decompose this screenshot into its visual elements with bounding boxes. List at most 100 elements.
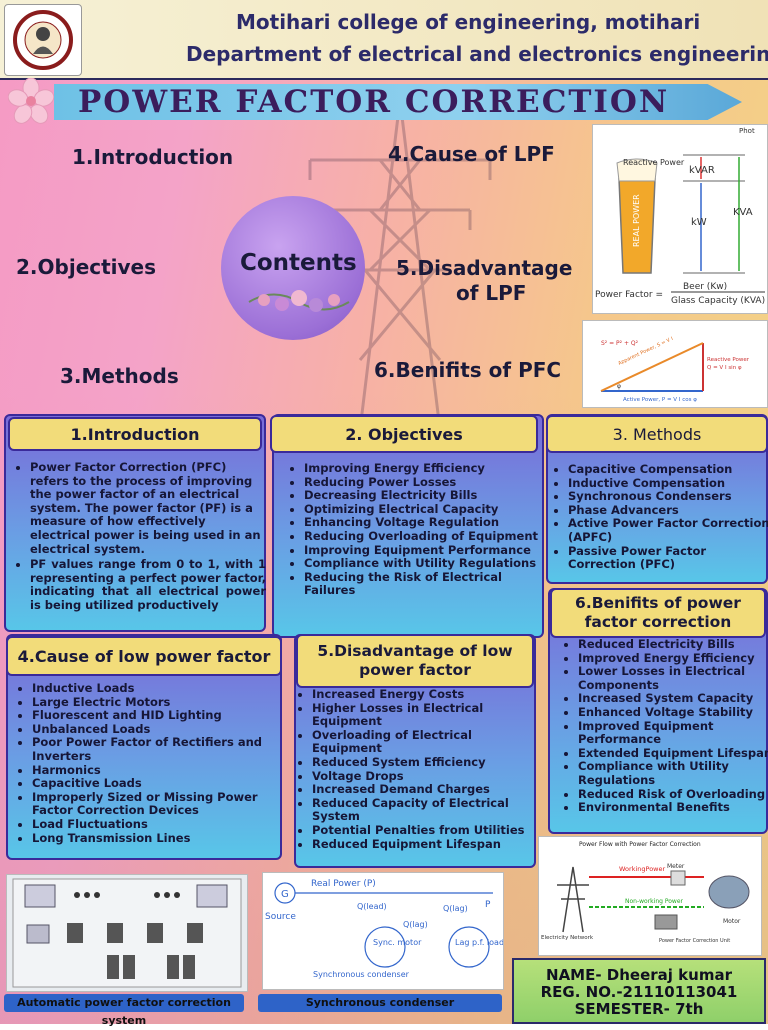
sync-motor-label: Sync. motor [373,938,422,947]
list-item: Improved Energy Efficiency [578,651,768,666]
list-item: Load Fluctuations [32,817,286,832]
list-item: Active Power Factor Correction (APFC) [568,517,768,544]
list-item: Improving Energy Efficiency [304,461,550,476]
list-item: Enhanced Voltage Stability [578,705,768,720]
toc-item-disadvantage-line2: of LPF [456,281,527,305]
list-item: Compliance with Utility Regulations [304,557,550,571]
toc-item-benefits: 6.Benifits of PFC [374,358,562,382]
toc-item-methods: 3.Methods [60,364,179,388]
methods-list: Capacitive Compensation Inductive Compen… [552,462,768,572]
list-item: Reducing Power Losses [304,475,550,490]
real-power-p-label: Real Power (P) [311,879,376,889]
q-lag-label: Q(lag) [403,920,428,929]
list-item: Large Electric Motors [32,695,286,710]
working-power-label: WorkingPower [619,865,665,873]
reactive-eq-label: Q = V I sin φ [707,365,742,371]
disadvantages-title: 5.Disadvantage of low power factor [296,634,534,688]
benefits-list: Reduced Electricity Bills Improved Energ… [562,637,768,815]
pf-denominator: Glass Capacity (KVA) [671,296,765,306]
reactive-power-tri-label: Reactive Power [707,357,750,363]
benefits-title: 6.Benifits of power factor correction [550,588,766,638]
student-info-box: NAME- Dheeraj kumar REG. NO.-21110113041… [512,958,766,1024]
list-item: Decreasing Electricity Bills [304,489,550,503]
list-item: Lower Losses in Electrical Components [578,664,768,692]
list-item: Inductive Loads [32,681,286,696]
student-semester: SEMESTER- 7th [574,1000,704,1018]
generator-symbol: G [281,889,289,900]
college-name: Motihari college of engineering, motihar… [236,10,701,34]
cherry-blossom-icon [8,78,54,124]
list-item: Extended Equipment Lifespan [578,746,768,761]
causes-list: Inductive Loads Large Electric Motors Fl… [16,681,286,846]
methods-title: 3. Methods [546,415,768,453]
list-item: Capacitive Loads [32,777,286,791]
list-item: Fluorescent and HID Lighting [32,709,286,723]
sync-caption: Synchronous condenser [258,994,502,1012]
introduction-title: 1.Introduction [8,417,262,451]
toc-item-disadvantage: 5.Disadvantage [396,256,573,280]
list-item: Reduced Capacity of Electrical System [312,796,542,824]
objectives-list: Improving Energy Efficiency Reducing Pow… [288,461,550,598]
list-item: Higher Losses in Electrical Equipment [312,701,542,729]
active-power-label: Active Power, P = V I cos φ [623,397,697,403]
list-item: Voltage Drops [312,769,542,784]
kw-label: kW [691,217,707,228]
list-item: Overloading of Electrical Equipment [312,728,542,756]
toc-item-introduction: 1.Introduction [72,145,234,169]
phi-label: φ [617,383,621,390]
list-item: Environmental Benefits [578,801,768,815]
pf-formula-label: Power Factor = [595,290,663,300]
source-label: Source [265,912,296,922]
pf-numerator: Beer (Kw) [683,282,727,292]
list-item: PF values range from 0 to 1, with 1 repr… [30,557,266,612]
list-item: Increased Demand Charges [312,783,542,797]
transmission-tower-graphic [308,100,492,430]
sync-condenser-label: Synchronous condenser [313,970,410,979]
list-item: Reduced System Efficiency [312,755,542,770]
causes-title: 4.Cause of low power factor [6,636,282,676]
apfc-panel-photo [6,874,248,992]
toc-item-cause: 4.Cause of LPF [388,142,555,166]
header-bar: Motihari college of engineering, motihar… [0,0,768,80]
real-power-label: REAL POWER [632,194,641,247]
apfc-caption: Automatic power factor correction system [4,994,244,1027]
list-item: Synchronous Condensers [568,490,768,504]
list-item: Improving Equipment Performance [304,543,550,558]
power-triangle-diagram: S² = P² + Q² Apparent Power, S = V I Rea… [582,320,768,408]
list-item: Long Transmission Lines [32,831,286,846]
list-item: Potential Penalties from Utilities [312,823,542,838]
list-item: Phase Advancers [568,503,768,518]
contents-label: Contents [240,250,357,276]
list-item: Harmonics [32,763,286,778]
kva-label: KVA [733,207,753,218]
pfc-unit-label: Power Factor Correction Unit [659,938,730,944]
meter-label: Meter [667,863,685,870]
lag-load-label: Lag p.f. load [455,938,503,947]
list-item: Inductive Compensation [568,476,768,491]
list-item: Reduced Risk of Overloading [578,787,768,802]
kvar-label: kVAR [689,165,715,176]
list-item: Poor Power Factor of Rectifiers and Inve… [32,736,286,763]
college-logo [4,4,82,76]
list-item: Reduced Equipment Lifespan [312,837,542,852]
student-name: NAME- Dheeraj kumar [546,966,732,984]
list-item: Increased System Capacity [578,692,768,706]
beer-analogy-diagram: Phot REAL POWER Reactive Power kVAR kW K… [592,124,768,314]
objectives-title: 2. Objectives [270,415,538,453]
title-banner [54,84,742,120]
list-item: Increased Energy Costs [312,687,542,702]
list-item: Improperly Sized or Missing Power Factor… [32,790,286,818]
toc-item-objectives: 2.Objectives [16,255,157,279]
disadvantages-list: Increased Energy Costs Higher Losses in … [296,687,542,852]
poster-title: POWER FACTOR CORRECTION [78,84,670,120]
list-item: Optimizing Electrical Capacity [304,502,550,517]
power-flow-diagram: Power Flow with Power Factor Correction … [538,836,762,956]
motor-label: Motor [723,918,741,925]
list-item: Enhancing Voltage Regulation [304,516,550,530]
list-item: Capacitive Compensation [568,462,768,477]
q-lead-label: Q(lead) [357,902,387,911]
list-item: Passive Power Factor Correction (PFC) [568,544,768,572]
list-item: Reducing Overloading of Equipment [304,529,550,544]
list-item: Compliance with Utility Regulations [578,759,768,787]
triangle-formula: S² = P² + Q² [601,340,639,347]
